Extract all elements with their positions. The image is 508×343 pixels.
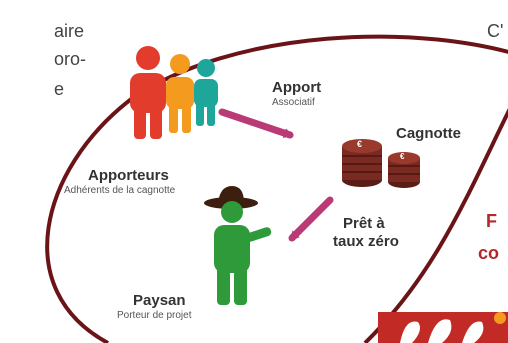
- pret-line-2: taux zéro: [333, 233, 399, 250]
- cagnotte-title: Cagnotte: [396, 125, 461, 142]
- right-red-text-1: F: [486, 211, 497, 231]
- leaf-outline: [45, 34, 508, 343]
- right-red-text-2: co: [478, 243, 500, 263]
- apporteurs-title: Apporteurs: [88, 167, 169, 184]
- apporteurs-subtitle: Adhérents de la cagnotte: [64, 185, 176, 196]
- euro-symbol-1: €: [357, 139, 363, 149]
- right-text-top: C': [487, 21, 504, 41]
- paysan-subtitle: Porteur de projet: [117, 310, 192, 321]
- arrow-apport: [218, 108, 294, 139]
- apporteurs-people-icon: [130, 46, 218, 139]
- decorative-panel: [378, 312, 508, 343]
- euro-symbol-2: €: [400, 152, 405, 161]
- cagnotte-coins-icon: [342, 139, 420, 188]
- pret-line-1: Prêt à: [343, 215, 385, 232]
- left-text-line-2: oro-: [54, 49, 87, 69]
- arrow-pret: [288, 196, 334, 242]
- left-text-line-1: aire: [54, 21, 85, 41]
- apport-title: Apport: [272, 79, 322, 96]
- left-text-line-3: e: [54, 79, 65, 99]
- apport-subtitle: Associatif: [272, 97, 315, 108]
- paysan-title: Paysan: [133, 292, 186, 309]
- paysan-person-icon: [204, 186, 272, 305]
